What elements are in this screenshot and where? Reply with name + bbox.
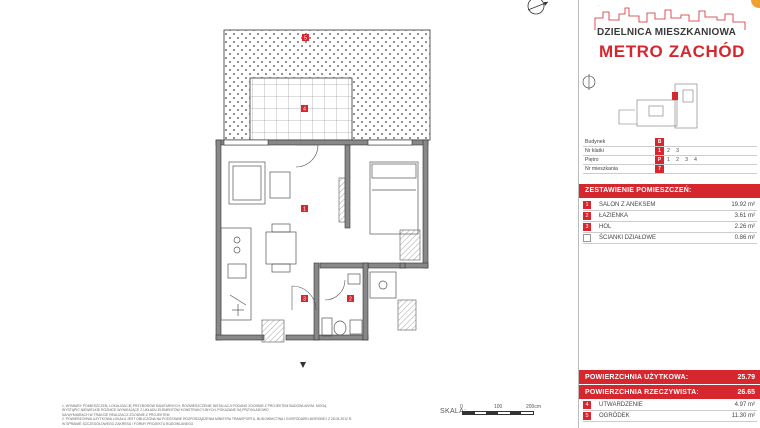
skyline-icon	[594, 7, 746, 30]
room-area: 3.61 m²	[734, 213, 755, 219]
legal-notes: 1. WYMIARY POMIESZCZEŃ, LOKALIZACJĘ PRZY…	[62, 404, 420, 426]
info-panel: ... DZIELNICA MIESZKANIOWA METRO ZACHÓD …	[578, 0, 760, 428]
brand-orb	[751, 0, 760, 8]
room-number: 3	[583, 223, 591, 231]
brand-title: DZIELNICA MIESZKANIOWA	[597, 27, 737, 38]
room-name: SALON Z ANEKSEM	[599, 202, 656, 208]
param-apartment: Nr mieszkania 7	[583, 165, 757, 174]
room-area: 11.30 m²	[731, 413, 755, 419]
list-item: ŚCIANKI DZIAŁOWE 0.86 m²	[583, 233, 757, 244]
real-area-label: POWIERZCHNIA RZECZYWISTA:	[585, 388, 699, 396]
param-label: Budynek	[585, 139, 606, 145]
room-name: OGRÓDEK	[599, 413, 630, 419]
room-number: 2	[583, 212, 591, 220]
param-floor: Piętro P 1 2 3 4	[583, 156, 757, 165]
room-area: 19.92 m²	[731, 202, 755, 208]
room-area: 0.86 m²	[734, 235, 755, 241]
room-tags: 5 4 1 2 3	[301, 34, 354, 303]
param-value: 2	[667, 148, 670, 154]
list-item: 2 ŁAZIENKA 3.61 m²	[583, 211, 757, 222]
note-line: WYSTĄPIĆ NIEWIELKIE RÓŻNICE WYNIKAJĄCE Z…	[62, 408, 269, 413]
room-name: HOL	[599, 224, 612, 230]
room-name: ŚCIANKI DZIAŁOWE	[599, 235, 657, 241]
coffee-table	[269, 171, 291, 199]
param-value: 1	[667, 157, 670, 163]
scale-tick-100: 100	[494, 404, 503, 410]
selected-building-marker	[672, 92, 678, 100]
note-line: 2. POWIERZCHNIA UŻYTKOWA LOKALU JEST OBL…	[62, 417, 353, 422]
wardrobe	[338, 177, 346, 223]
param-value: 4	[694, 157, 697, 163]
door-swings	[291, 144, 346, 311]
room-area: 4.97 m²	[734, 402, 755, 408]
list-item: 3 HOL 2.26 m²	[583, 222, 757, 233]
param-value: 7	[655, 165, 664, 173]
param-staircase: Nr klatki 1 2 3	[583, 147, 757, 156]
note-line: W SPRAWIE SZCZEGÓŁOWEGO ZAKRESU I FORMY …	[62, 421, 194, 426]
rooms-list: 1 SALON Z ANEKSEM 19.92 m² 2 ŁAZIENKA 3.…	[583, 200, 757, 244]
usable-area-label: POWIERZCHNIA UŻYTKOWA:	[585, 373, 689, 381]
sofa	[228, 161, 266, 205]
compass-icon	[527, 0, 549, 15]
param-label: Nr mieszkania	[585, 166, 618, 172]
room-tag-4: 4	[303, 107, 306, 113]
floor-plan: 5 4 1 2 3 1. WYMIARY POMIESZCZEŃ, LOKALI…	[62, 0, 549, 426]
param-value: P	[655, 156, 664, 164]
scale-graphic	[462, 411, 534, 415]
real-area-value: 26.65	[737, 388, 755, 396]
param-label: Piętro	[585, 157, 599, 163]
brand-logo: ... DZIELNICA MIESZKANIOWA METRO ZACHÓD	[579, 0, 760, 70]
kitchen-counter	[220, 227, 252, 321]
real-area-total: POWIERZCHNIA RZECZYWISTA: 26.65	[579, 385, 760, 399]
exterior-walls	[215, 139, 429, 341]
param-value: 2	[676, 157, 679, 163]
north-arrow-icon	[582, 74, 596, 90]
param-label: Nr klatki	[585, 148, 604, 154]
param-value: 3	[685, 157, 688, 163]
room-tag-5: 5	[304, 36, 307, 42]
room-tag-3: 3	[303, 297, 306, 303]
building-outline	[618, 83, 698, 129]
usable-area-total: POWIERZCHNIA UŻYTKOWA: 25.79	[579, 370, 760, 384]
scale-label: SKALA:	[440, 408, 467, 415]
closet	[399, 229, 421, 261]
param-value: 3	[676, 148, 679, 154]
room-tag-2: 2	[349, 297, 352, 303]
dining-table	[265, 223, 297, 273]
param-building: Budynek B	[583, 138, 757, 147]
note-line: NA WYMIARACH W TRAKCIE REALIZACJI ZGODNI…	[62, 412, 170, 417]
room-number: 5	[583, 412, 591, 420]
room-number: 1	[583, 201, 591, 209]
list-item: 5 OGRÓDEK 11.30 m²	[583, 411, 757, 422]
rooms-header: ZESTAWIENIE POMIESZCZEŃ:	[579, 184, 760, 198]
entrance-arrow-icon	[300, 362, 306, 368]
note-line: 1. WYMIARY POMIESZCZEŃ, LOKALIZACJĘ PRZY…	[62, 404, 327, 408]
scale-tick-0: 0	[460, 404, 463, 410]
shaft	[261, 319, 285, 343]
room-name: ŁAZIENKA	[599, 213, 629, 219]
param-value: B	[655, 138, 664, 146]
sheet-code: ...	[597, 2, 601, 7]
site-minimap	[582, 74, 698, 129]
brand-subtitle: METRO ZACHÓD	[599, 42, 746, 61]
floor-plan-drawing: 5 4 1 2 3	[215, 0, 549, 368]
param-value: 1	[655, 147, 664, 155]
apartment-params: Budynek B Nr klatki 1 2 3 Piętro P 1 2 3…	[583, 138, 757, 174]
list-item: 1 SALON Z ANEKSEM 19.92 m²	[583, 200, 757, 211]
room-number	[583, 234, 591, 242]
room-area: 2.26 m²	[734, 224, 755, 230]
list-item: 4 UTWARDZENIE 4.97 m²	[583, 400, 757, 411]
scale-tick-200: 200cm	[526, 404, 542, 410]
room-number: 4	[583, 401, 591, 409]
bathroom-fixtures	[321, 271, 397, 337]
extras-list: 4 UTWARDZENIE 4.97 m² 5 OGRÓDEK 11.30 m²	[583, 400, 757, 422]
bed	[369, 161, 419, 235]
room-tag-1: 1	[303, 207, 306, 213]
usable-area-value: 25.79	[737, 373, 755, 381]
room-name: UTWARDZENIE	[599, 402, 643, 408]
